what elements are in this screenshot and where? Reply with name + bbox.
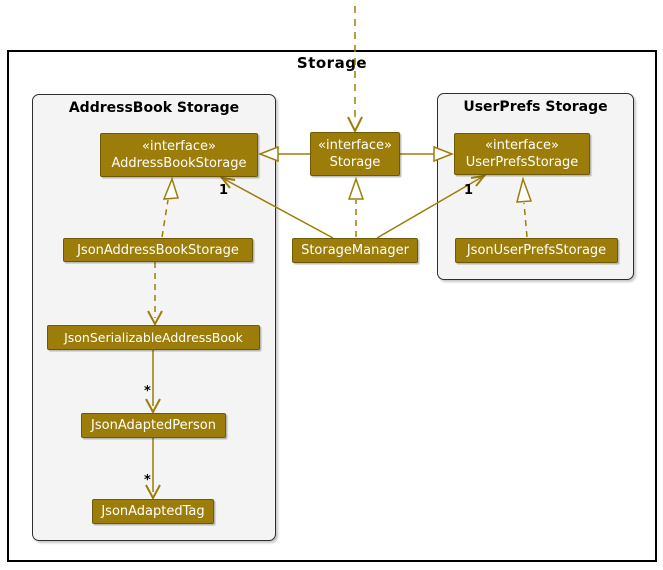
package-addressbook-storage-title: AddressBook Storage <box>68 100 240 116</box>
jsonuserprefsstorage-name: JsonUserPrefsStorage <box>466 243 607 258</box>
jsonserializableaddressbook-name: JsonSerializableAddressBook <box>64 330 243 345</box>
class-jsonaddressbookstorage: JsonAddressBookStorage <box>63 238 253 262</box>
storage-name: Storage <box>329 155 381 170</box>
addressbookstorage-name: AddressBookStorage <box>111 156 247 171</box>
storage-stereotype: «interface» <box>318 138 392 153</box>
class-storagemanager: StorageManager <box>292 238 418 263</box>
jsonadaptedtag-name: JsonAdaptedTag <box>101 504 205 519</box>
storage-frame-title: Storage <box>296 54 368 72</box>
addressbookstorage-stereotype: «interface» <box>142 139 216 154</box>
class-jsonadaptedtag: JsonAdaptedTag <box>92 499 214 524</box>
multiplicity-label-addressbookstorage: 1 <box>219 183 229 198</box>
class-jsonserializableaddressbook: JsonSerializableAddressBook <box>47 325 260 350</box>
userprefsstorage-name: UserPrefsStorage <box>465 155 579 170</box>
storagemanager-name: StorageManager <box>301 243 409 258</box>
multiplicity-label-jsonadaptedtag: * <box>144 473 151 488</box>
class-addressbookstorage-interface: «interface» AddressBookStorage <box>100 133 258 177</box>
multiplicity-label-userprefsstorage: 1 <box>464 183 474 198</box>
class-jsonadaptedperson: JsonAdaptedPerson <box>81 413 226 438</box>
jsonaddressbookstorage-name: JsonAddressBookStorage <box>77 242 239 258</box>
class-userprefsstorage-interface: «interface» UserPrefsStorage <box>454 133 590 175</box>
userprefsstorage-stereotype: «interface» <box>485 138 559 153</box>
multiplicity-label-jsonadaptedperson: * <box>144 384 151 399</box>
class-storage-interface: «interface» Storage <box>310 132 400 176</box>
jsonadaptedperson-name: JsonAdaptedPerson <box>91 418 216 433</box>
package-userprefs-storage-title: UserPrefs Storage <box>463 99 608 115</box>
class-jsonuserprefsstorage: JsonUserPrefsStorage <box>455 238 618 263</box>
